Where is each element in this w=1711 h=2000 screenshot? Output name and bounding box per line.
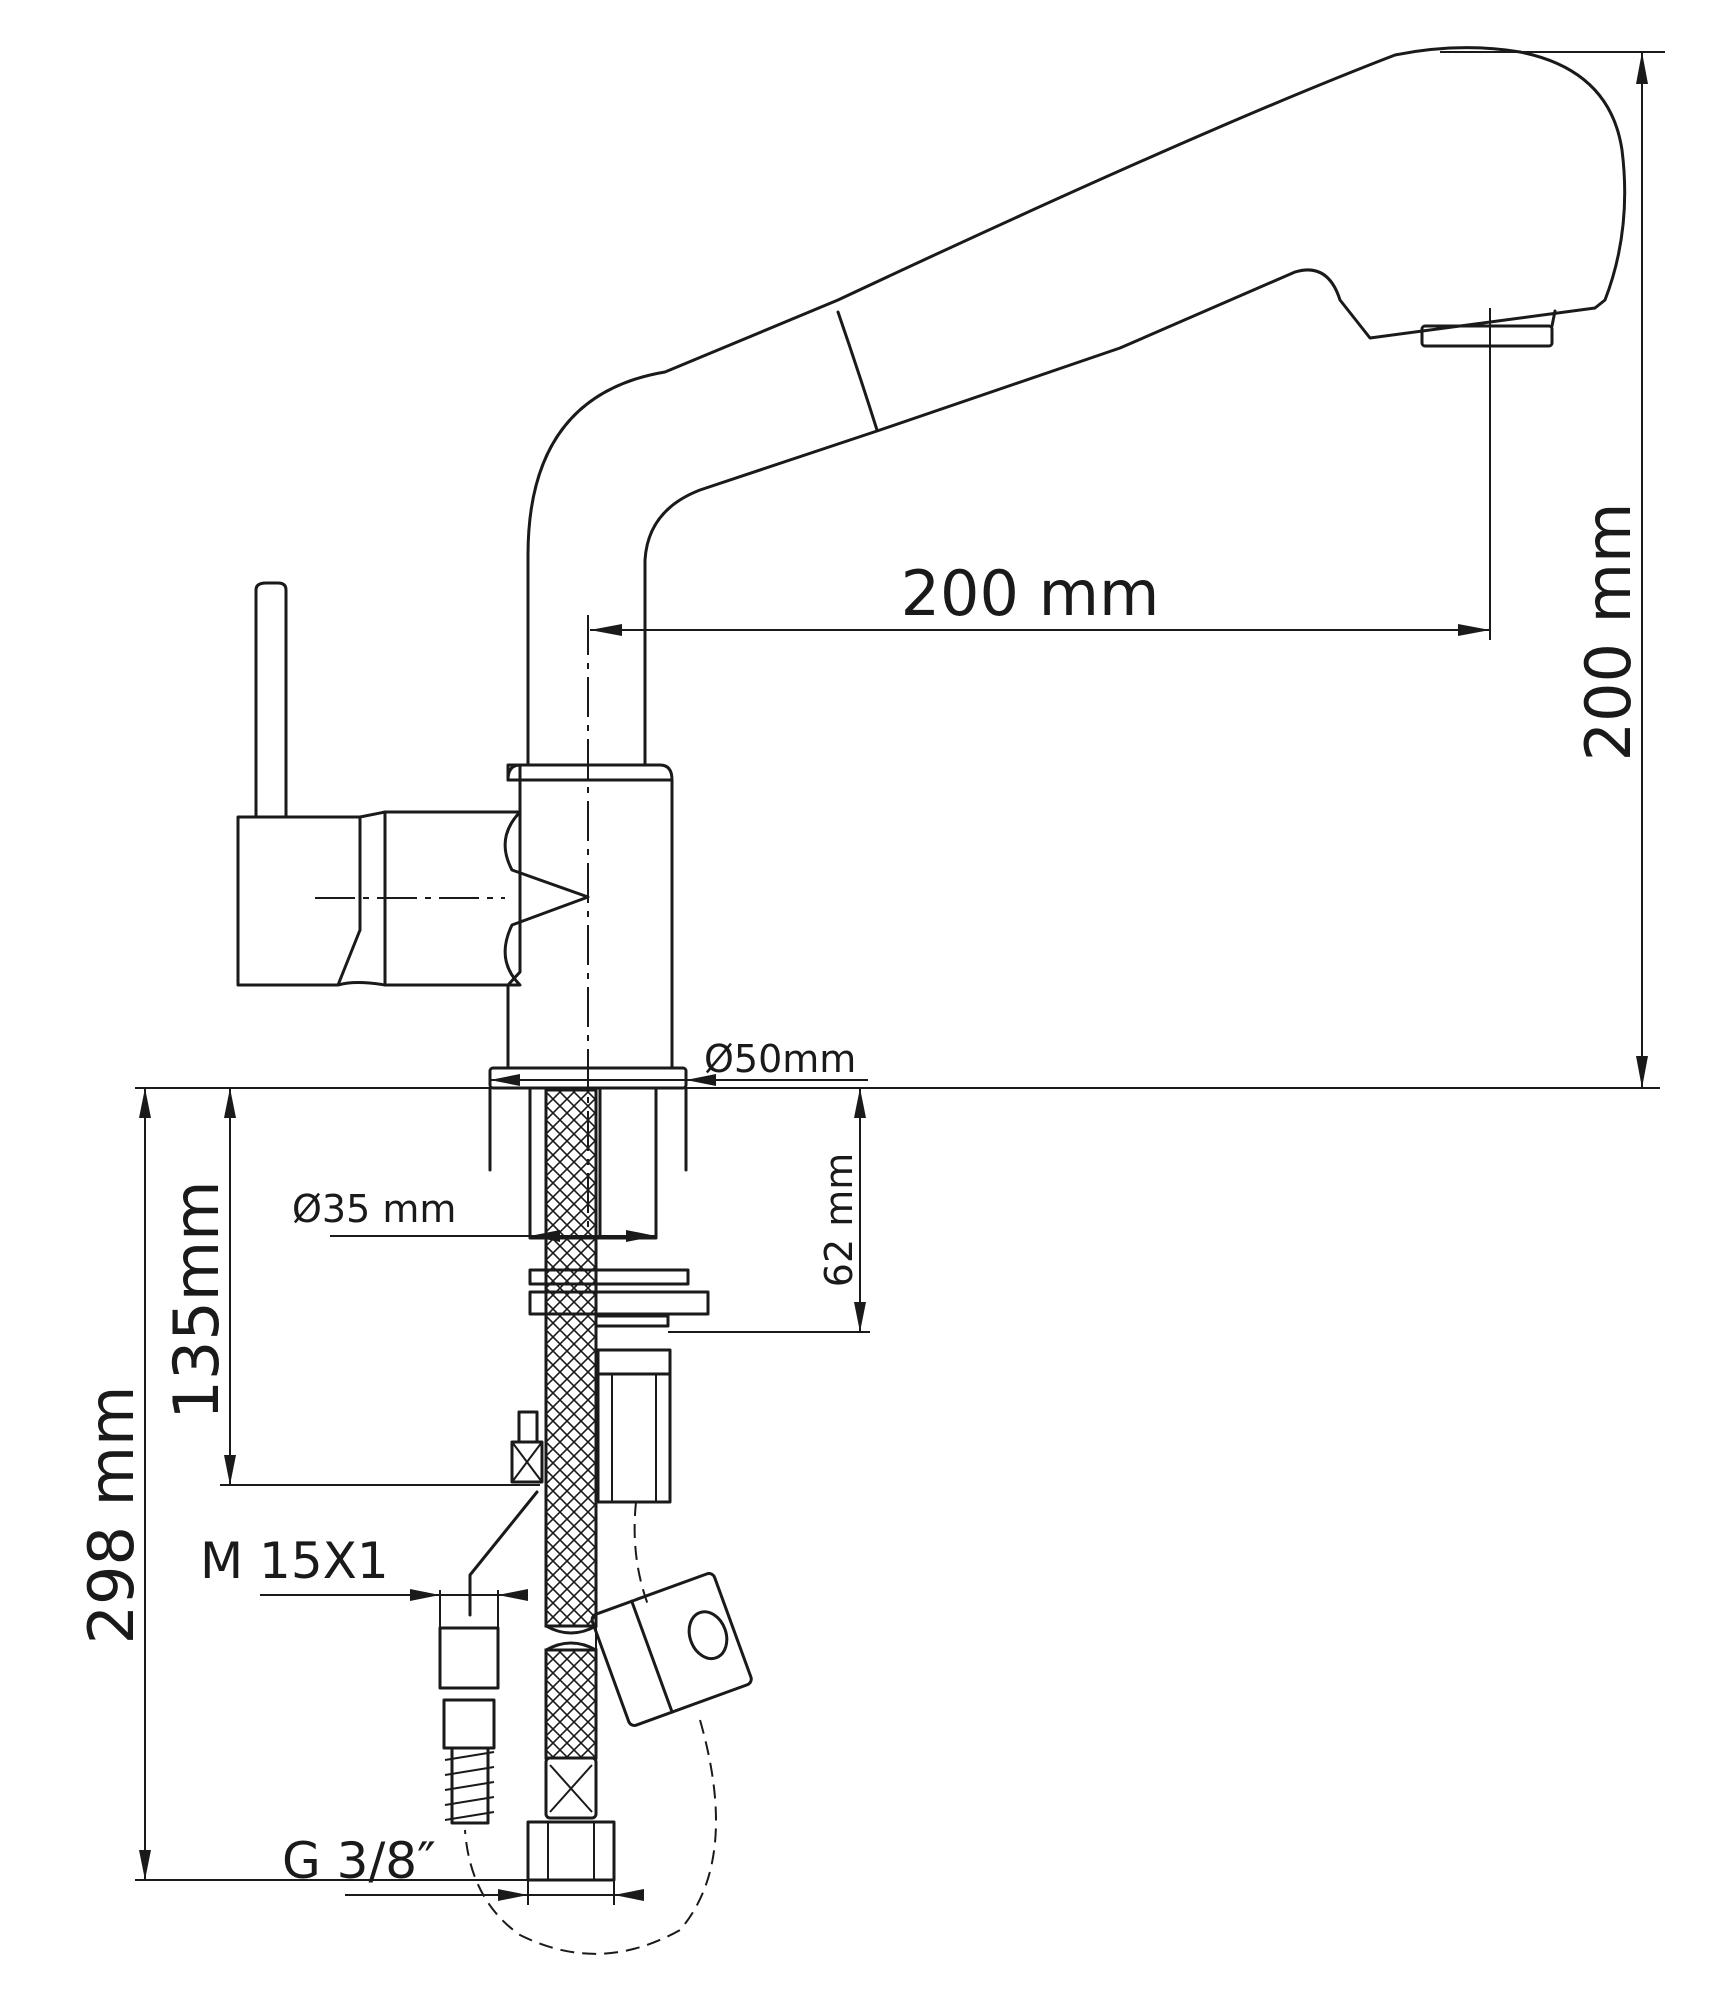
aerator — [1420, 324, 1554, 348]
dimension-shank-diameter: Ø35 mm — [292, 1187, 656, 1242]
dimension-shank-length: 135mm — [160, 1088, 540, 1486]
base-diameter-label: Ø50mm — [704, 1037, 856, 1081]
shank-diameter-label: Ø35 mm — [292, 1187, 456, 1231]
dimension-base-diameter: Ø50mm — [490, 1037, 868, 1086]
mounting-nut — [596, 1348, 672, 1376]
dimension-hose-thread: M 15X1 — [200, 1532, 528, 1632]
hose-loop — [464, 1501, 717, 1955]
dimension-connection-thread: G 3/8″ — [282, 1832, 644, 1905]
hose-fitting — [438, 1626, 500, 1690]
height-label: 200 mm — [1572, 503, 1645, 762]
deck-thickness-label: 62 mm — [817, 1153, 861, 1287]
connection-nut — [526, 1820, 616, 1882]
washer — [528, 1268, 690, 1286]
handle-cap — [236, 815, 362, 987]
braided-hose-lower — [544, 1648, 598, 1760]
dimension-reach: 200 mm — [590, 308, 1491, 640]
hose-thread-label: M 15X1 — [200, 1532, 389, 1590]
handle-body — [383, 810, 590, 987]
below-deck-parts — [438, 1086, 753, 1955]
braided-hose-main — [544, 1088, 598, 1628]
connection-thread-label: G 3/8″ — [282, 1832, 436, 1890]
hose-weight — [590, 1571, 753, 1727]
faucet-body — [236, 581, 688, 1090]
dimension-deck-thickness: 62 mm — [668, 1088, 870, 1333]
total-length-label: 298 mm — [75, 1386, 148, 1645]
fixing-plate — [528, 1290, 710, 1316]
shank-length-label: 135mm — [160, 1180, 233, 1419]
lever-rod — [254, 581, 288, 819]
reach-label: 200 mm — [901, 557, 1160, 630]
dimension-total-length: 298 mm — [75, 1088, 540, 1881]
dimension-height: 200 mm — [1440, 51, 1665, 1088]
spout — [526, 46, 1627, 767]
